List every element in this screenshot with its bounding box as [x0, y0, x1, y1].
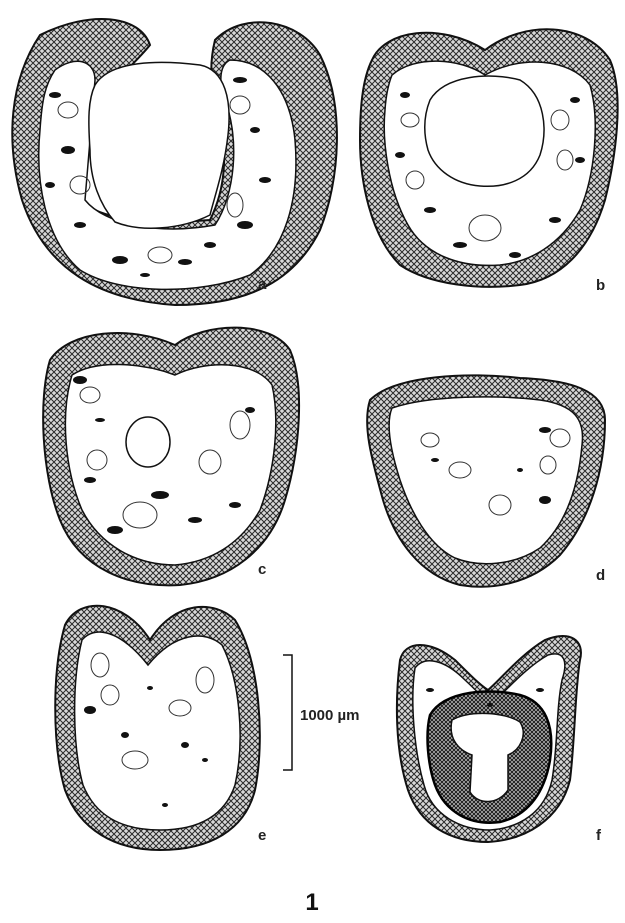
- section-c: c: [43, 328, 299, 586]
- section-b: b: [360, 29, 618, 294]
- panel-label-c: c: [258, 561, 266, 578]
- panel-label-e: e: [258, 827, 266, 844]
- section-e: e: [55, 606, 266, 850]
- panel-label-a: a: [258, 276, 267, 293]
- section-a-cavity: [89, 62, 229, 228]
- panel-label-b: b: [596, 277, 605, 294]
- section-a: a: [12, 19, 337, 305]
- section-f: f: [397, 636, 602, 844]
- section-e-pith: [75, 632, 240, 830]
- section-c-cavity: [126, 417, 170, 467]
- section-b-cavity: [425, 76, 544, 186]
- scale-bar-label: 1000 µm: [300, 707, 360, 724]
- panel-label-d: d: [596, 567, 605, 584]
- section-d: d: [367, 375, 605, 586]
- panel-label-f: f: [596, 827, 602, 844]
- figure-number: 1: [305, 889, 318, 916]
- scale-bar: 1000 µm: [283, 655, 360, 770]
